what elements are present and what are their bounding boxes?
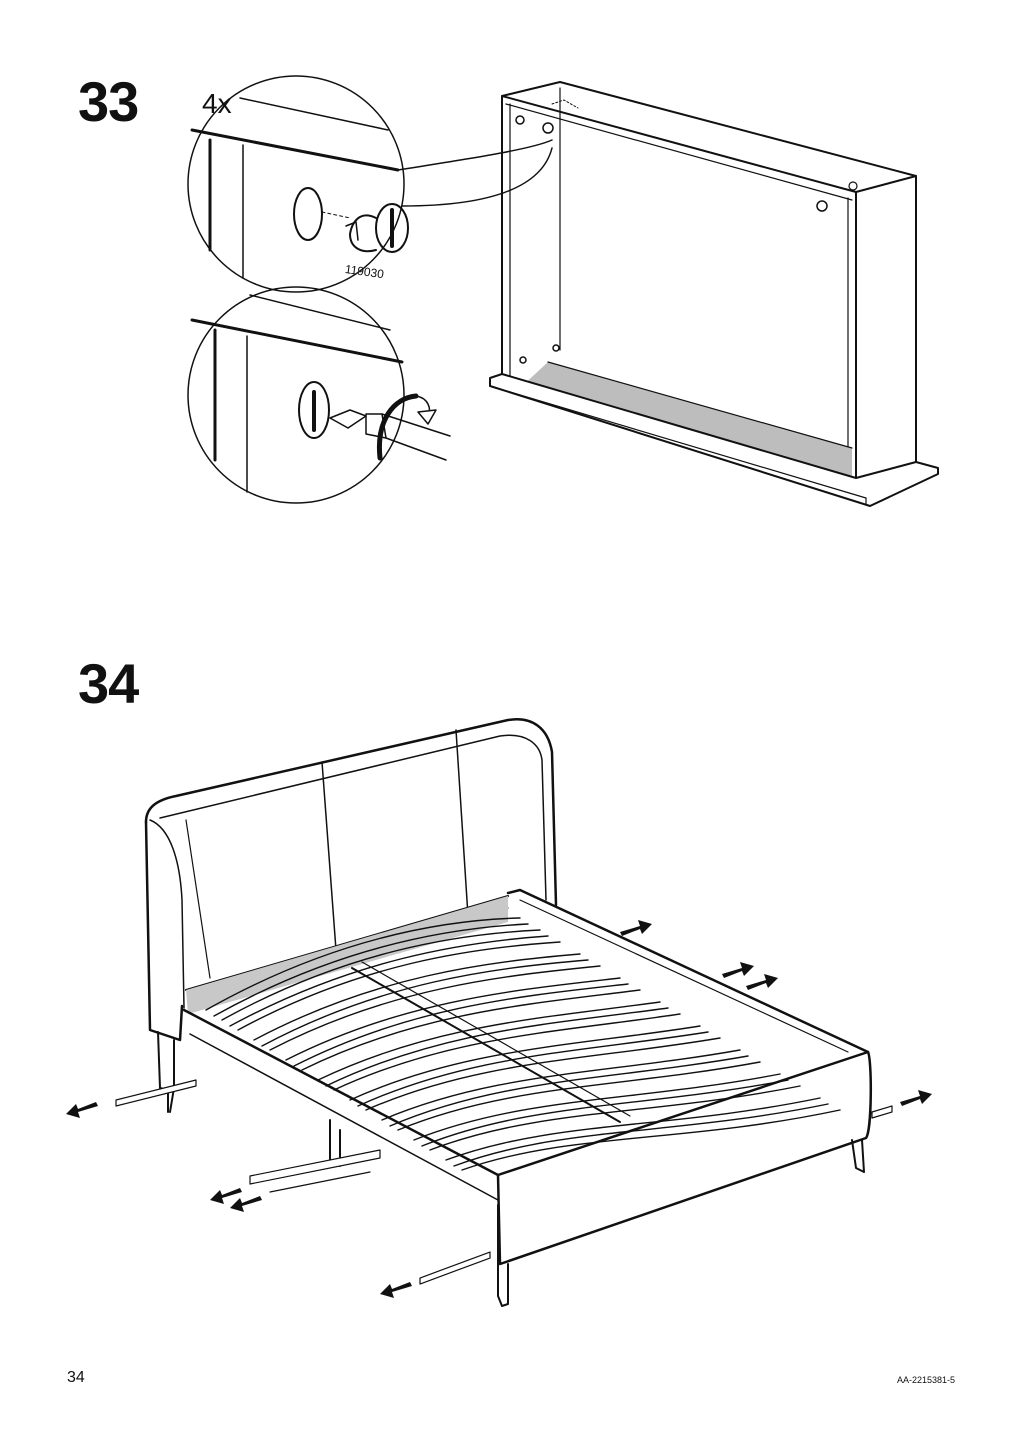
rotate-arrow-icon — [376, 393, 437, 461]
cam-lock-fitting-icon — [345, 203, 409, 253]
drawer-frame-illustration — [489, 81, 939, 507]
quantity-label: 4x — [202, 88, 232, 119]
bed-slats — [205, 917, 841, 1171]
step-number-34: 34 — [78, 652, 139, 715]
document-code: AA-2215381-5 — [897, 1375, 956, 1385]
bed-frame-illustration — [115, 718, 893, 1307]
detail-circle-screwdriver — [187, 286, 451, 504]
step-number-33: 33 — [78, 70, 139, 133]
direction-arrow-icon — [66, 920, 932, 1298]
detail-circle-cam-lock — [187, 75, 553, 293]
screwdriver-icon — [329, 409, 451, 461]
page-number: 34 — [67, 1369, 85, 1386]
